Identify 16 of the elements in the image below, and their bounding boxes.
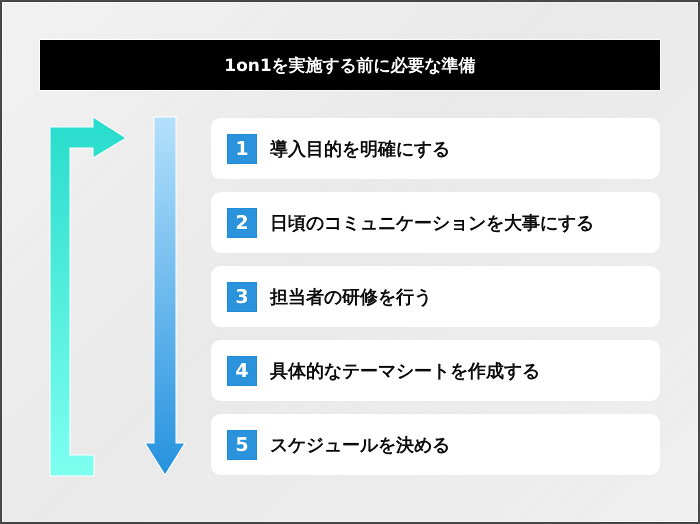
step-text: 担当者の研修を行う <box>270 286 432 308</box>
step-text: 具体的なテーマシートを作成する <box>270 360 540 382</box>
step-number: 1 <box>227 134 257 164</box>
step-text: 日頃のコミュニケーションを大事にする <box>270 212 594 234</box>
step-card <box>211 266 660 327</box>
step-text: スケジュールを決める <box>270 434 450 456</box>
step-card <box>211 340 660 401</box>
step-number: 2 <box>227 208 257 238</box>
step-card <box>211 118 660 179</box>
step-number: 5 <box>227 430 257 460</box>
title-bar: 1on1を実施する前に必要な準備 <box>40 40 660 90</box>
step-text: 導入目的を明確にする <box>270 138 450 160</box>
step-number: 4 <box>227 356 257 386</box>
step-card <box>211 414 660 475</box>
step-card <box>211 192 660 253</box>
step-number: 3 <box>227 282 257 312</box>
